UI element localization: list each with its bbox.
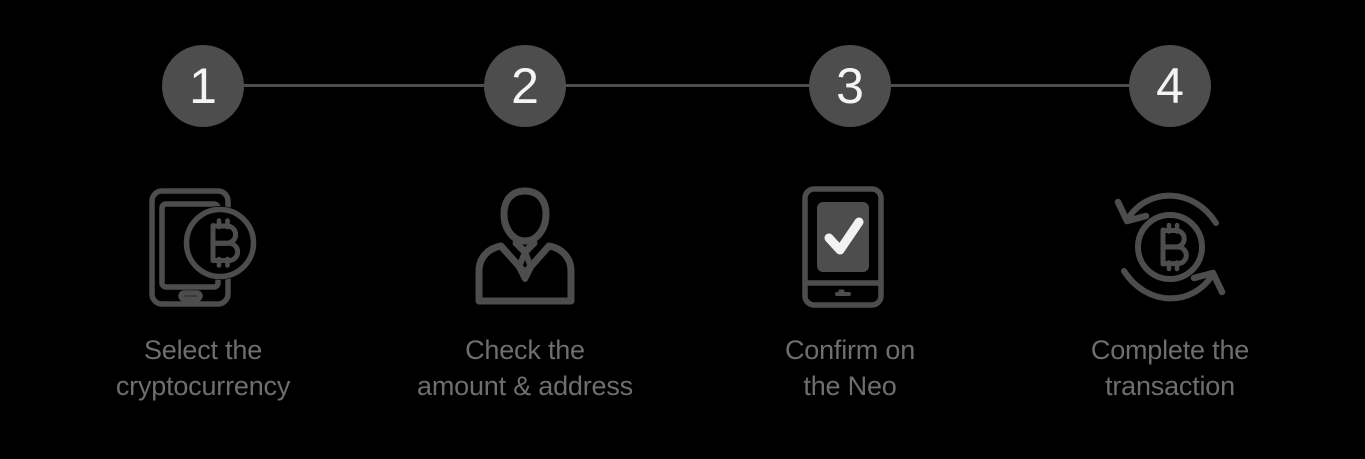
- person-suit-icon: [465, 186, 585, 308]
- step-number-badge-1[interactable]: 1: [162, 45, 244, 127]
- step-number-badge-2[interactable]: 2: [484, 45, 566, 127]
- stepper-progress-rail: [203, 84, 1170, 87]
- step-item-3[interactable]: 3 Confirm on the Neo: [705, 0, 995, 459]
- step-item-4[interactable]: 4: [1025, 0, 1315, 459]
- step-caption-3: Confirm on the Neo: [784, 335, 916, 401]
- step-caption-4: Complete the transaction: [1090, 335, 1250, 401]
- bitcoin-exchange-arrows-icon: [1110, 186, 1230, 308]
- phone-bitcoin-icon: [143, 186, 263, 308]
- step-caption-1: Select the cryptocurrency: [115, 335, 291, 401]
- device-checkmark-icon: [790, 186, 910, 308]
- step-number-badge-4[interactable]: 4: [1129, 45, 1211, 127]
- step-item-1[interactable]: 1: [58, 0, 348, 459]
- step-caption-2: Check the amount & address: [417, 335, 633, 401]
- step-item-2[interactable]: 2 Check the amount & address: [380, 0, 670, 459]
- step-number-badge-3[interactable]: 3: [809, 45, 891, 127]
